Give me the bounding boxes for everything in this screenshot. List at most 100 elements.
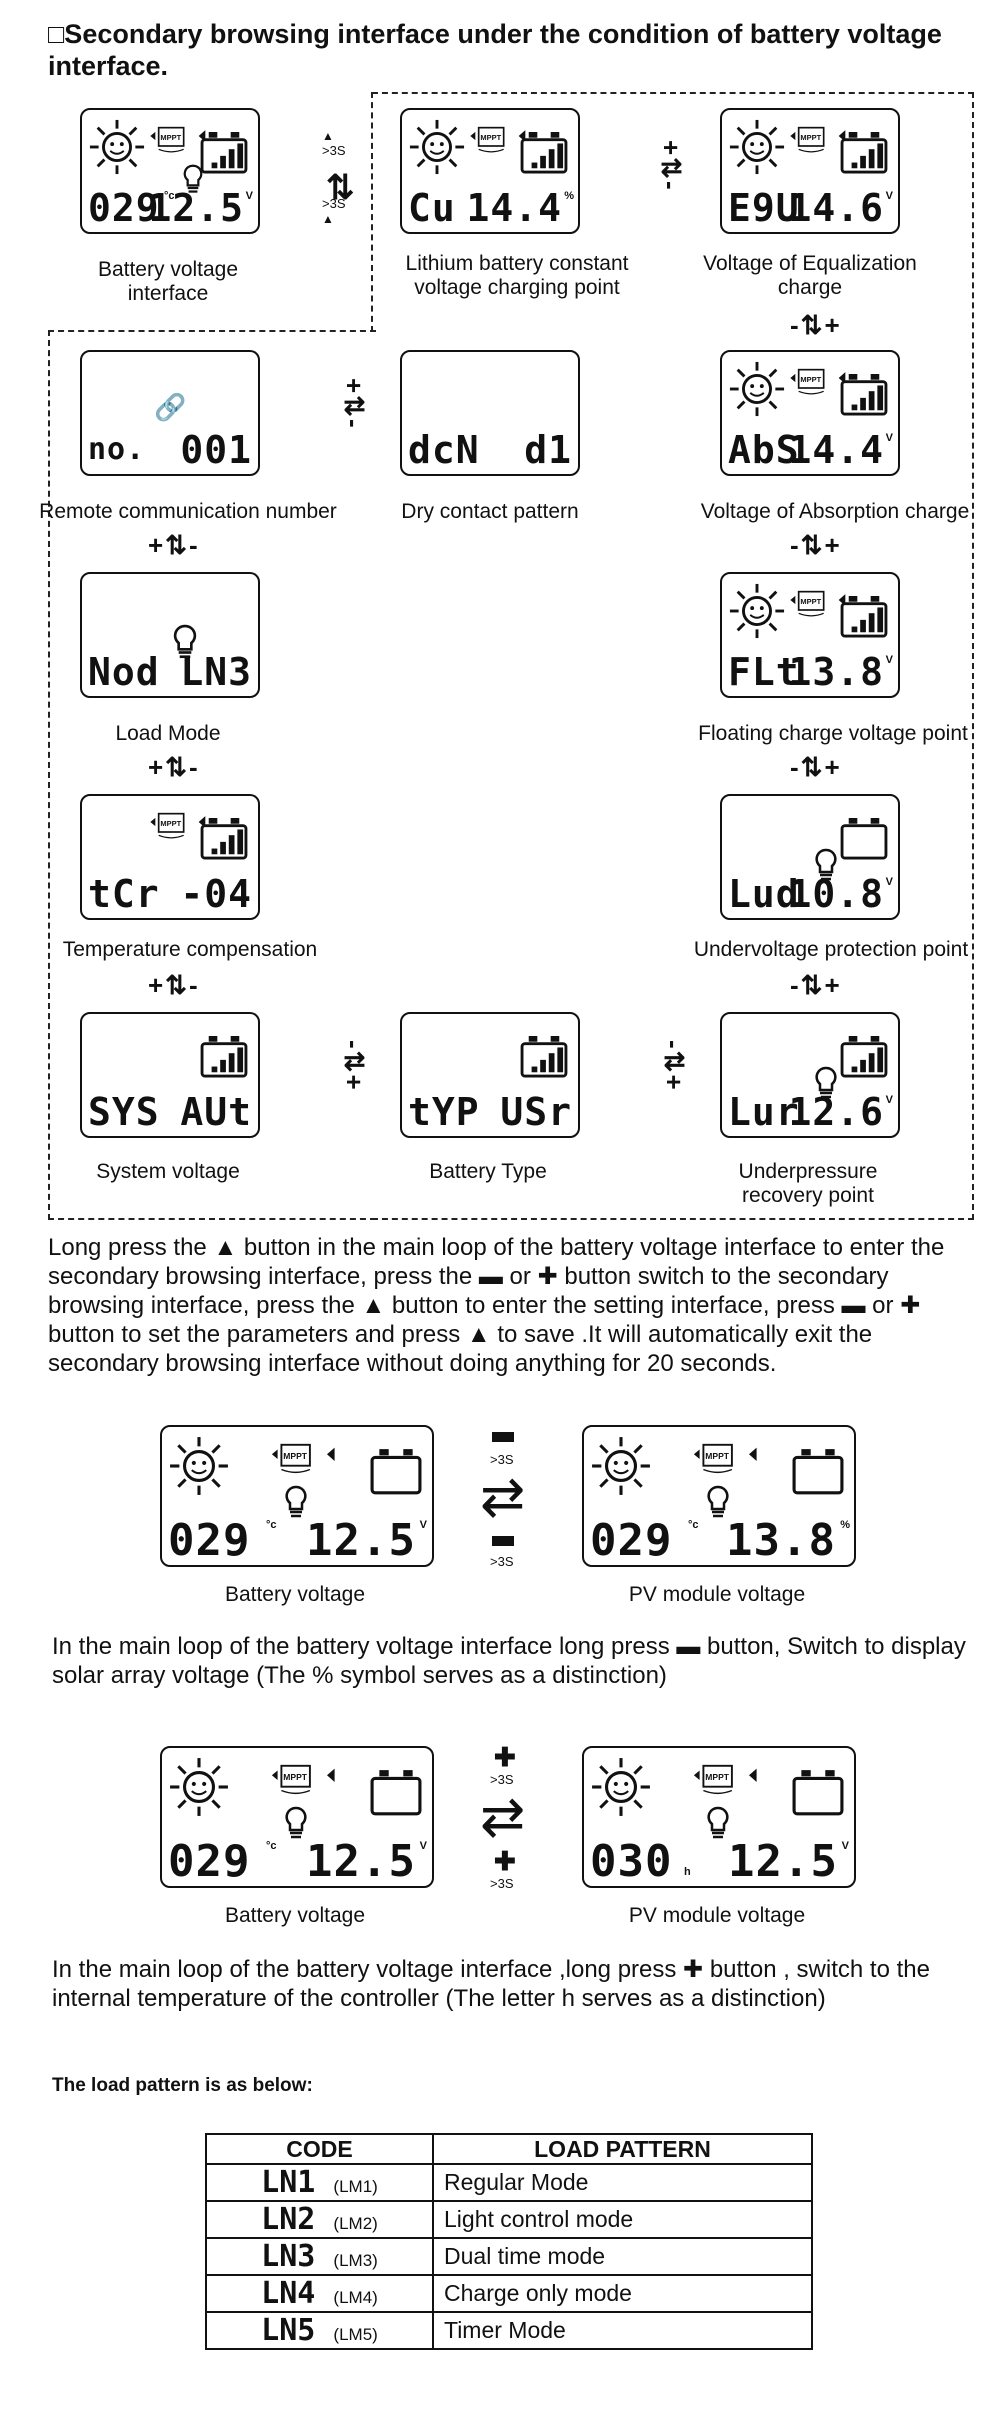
lcd-pair1-battery: 029 °c 12.5 V [160, 1425, 434, 1567]
lcd-battery-voltage-interface: 029 °c 12.5 V [80, 108, 260, 234]
nav-plus-minus: +⇅- [148, 752, 200, 782]
gt3s-label: >3S [322, 143, 346, 158]
lcd-left-value: 029 [168, 1836, 251, 1887]
battery-icon [200, 818, 248, 860]
bulb-icon [284, 1485, 308, 1521]
sun-icon [728, 360, 786, 418]
battery-icon [840, 374, 888, 416]
lcd-right-value: 10.8 [788, 872, 884, 916]
nav-minus-plus: -⇅+ [790, 530, 842, 560]
lcd-right-unit: % [840, 1519, 850, 1531]
battery-icon [200, 132, 248, 174]
lcd-left-value: E9U [728, 186, 800, 230]
plus-button-icon: ✚ [494, 1846, 516, 1876]
code-value: LN1 [261, 2165, 316, 2200]
lcd-right-value: 14.4 [466, 186, 562, 230]
lcd-left-value: FLt [728, 650, 800, 694]
bulb-icon [284, 1806, 308, 1842]
lcd-left-value: Cu [408, 186, 456, 230]
caption: Undervoltage protection point [693, 938, 969, 961]
code-value: LN4 [261, 2276, 316, 2311]
table-header-row: CODE LOAD PATTERN [205, 2133, 813, 2165]
minus-button-icon [492, 1428, 514, 1446]
lcd-battery-type: tYP USr [400, 1012, 580, 1138]
caption: System voltage [96, 1160, 240, 1183]
lcd-right-unit: V [885, 432, 893, 444]
code-cell: LN5 (LM5) [205, 2311, 434, 2350]
gt3s-label: >3S [490, 1772, 514, 1787]
nav-minus-plus: -⇅+ [659, 1040, 689, 1092]
nav-plus-minus: +⇅- [656, 140, 686, 192]
battery-icon [520, 1036, 568, 1078]
lcd-right-unit: V [885, 876, 893, 888]
sun-icon [408, 118, 466, 176]
nav-minus-plus: -⇅+ [790, 752, 842, 782]
secondary-menu-outline [372, 92, 974, 1220]
lcd-right-unit: V [841, 1840, 849, 1852]
sun-icon [590, 1756, 652, 1818]
lcd-left-value: AbS [728, 428, 800, 472]
lcd-left-value: Nod [88, 650, 160, 694]
lcd-right-value: 12.5 [306, 1836, 416, 1887]
nav-minus-plus: -⇅+ [790, 310, 842, 340]
lcd-left-unit: h [684, 1866, 691, 1878]
lcd-right-unit: V [885, 190, 893, 202]
lcd-left-unit: °c [266, 1519, 277, 1531]
code-label: (LM5) [333, 2325, 378, 2344]
nav-plus-minus: +⇅- [339, 378, 369, 430]
nav-gt3s-up: ▲>3S [322, 129, 346, 158]
lcd-right-value: 001 [180, 428, 252, 472]
sun-icon [88, 118, 146, 176]
header-load-pattern: LOAD PATTERN [432, 2133, 813, 2165]
sun-icon [168, 1435, 230, 1497]
caption: Voltage of Equalization charge [703, 252, 917, 299]
load-pattern-table: CODE LOAD PATTERN LN1 (LM1) Regular Mode… [205, 2133, 813, 2350]
code-value: LN5 [261, 2313, 316, 2348]
battery-icon [792, 1449, 844, 1495]
lcd-right-value: 14.4 [788, 428, 884, 472]
lcd-left-value: no. [88, 432, 146, 467]
lcd-left-unit: °c [164, 190, 175, 202]
pattern-cell: Dual time mode [432, 2237, 813, 2276]
plus-button-icon: ✚ [494, 1742, 516, 1772]
lcd-right-value: 12.5 [728, 1836, 838, 1887]
lcd-right-unit: V [245, 190, 253, 202]
lcd-pair2-pv: 030 h 12.5 V [582, 1746, 856, 1888]
caption: Voltage of Absorption charge [700, 500, 970, 523]
caption: Battery voltage [224, 1583, 366, 1606]
lcd-left-unit: °c [688, 1519, 699, 1531]
outline-vertical-connector [371, 92, 373, 332]
lcd-left-value: Lud [728, 872, 800, 916]
gt3s-label: >3S [490, 1452, 514, 1467]
lcd-equalization: E9U 14.6 V [720, 108, 900, 234]
bulb-icon [706, 1806, 730, 1842]
instruction-paragraph: Long press the ▲ button in the main loop… [48, 1234, 945, 1377]
lcd-right-value: d1 [524, 428, 572, 472]
nav-minus-plus: -⇅+ [790, 970, 842, 1000]
sun-icon [590, 1435, 652, 1497]
table-row: LN3 (LM3) Dual time mode [205, 2237, 813, 2276]
lcd-underpressure: Lur 12.6 V [720, 1012, 900, 1138]
lcd-left-value: tCr [88, 872, 160, 916]
secondary-menu-outline-left [48, 330, 376, 1220]
link-icon: 🔗 [154, 392, 187, 422]
sun-icon [728, 582, 786, 640]
swap-arrow-icon: ⇄ [480, 1787, 526, 1847]
code-cell: LN2 (LM2) [205, 2200, 434, 2239]
caption: Battery voltage [224, 1904, 366, 1927]
lcd-right-value: 12.6 [788, 1090, 884, 1134]
pair1-paragraph: In the main loop of the battery voltage … [52, 1633, 966, 1689]
nav-minus-plus: -⇅+ [339, 1040, 369, 1092]
pair2-paragraph: In the main loop of the battery voltage … [52, 1956, 930, 2012]
code-label: (LM4) [333, 2288, 378, 2307]
lcd-pair1-pv: 029 °c 13.8 % [582, 1425, 856, 1567]
battery-icon [792, 1770, 844, 1816]
gt3s-label: >3S [490, 1876, 514, 1891]
lcd-right-unit: V [885, 1094, 893, 1106]
lcd-temp-comp: tCr -04 [80, 794, 260, 920]
lcd-left-value: Lur [728, 1090, 800, 1134]
lcd-load-mode: Nod LN3 [80, 572, 260, 698]
caption: Load Mode [115, 722, 221, 745]
gt3s-label: >3S [490, 1554, 514, 1569]
code-label: (LM1) [333, 2177, 378, 2196]
